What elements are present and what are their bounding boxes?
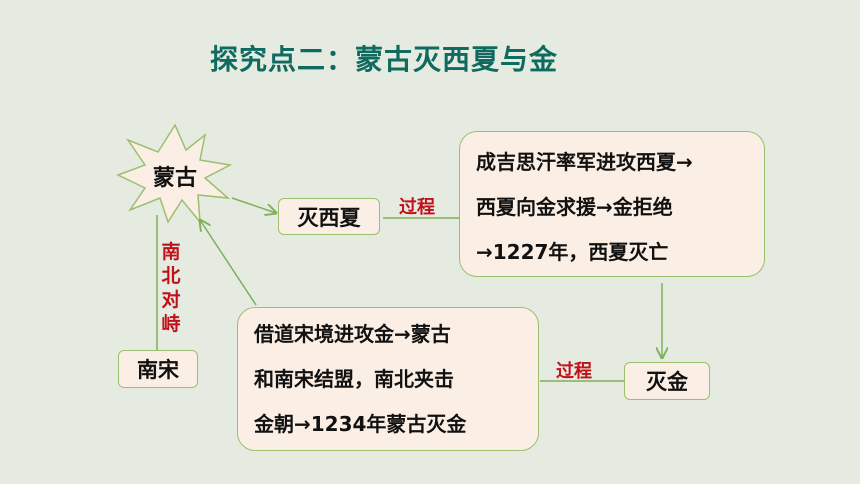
jin-process-line: 金朝→1234年蒙古灭金 bbox=[254, 412, 467, 436]
label-process-1: 过程 bbox=[399, 197, 435, 218]
label-north-south: 南 北 对 峙 bbox=[160, 240, 182, 336]
mongol-starburst bbox=[116, 123, 233, 225]
label-char: 对 bbox=[161, 289, 181, 311]
page-title: 探究点二：蒙古灭西夏与金 bbox=[210, 43, 559, 76]
label-char: 南 bbox=[161, 241, 181, 263]
node-mongol: 蒙古 bbox=[152, 166, 197, 191]
arrow-jin-to-mongol bbox=[200, 220, 257, 306]
jin-process-line: 和南宋结盟，南北夹击 bbox=[254, 367, 454, 391]
arrow-mongol-to-xixia bbox=[231, 197, 276, 213]
label-char: 北 bbox=[161, 265, 181, 287]
xixia-process-line: 成吉思汗率军进攻西夏→ bbox=[476, 150, 693, 174]
node-southern-song: 南宋 bbox=[118, 350, 198, 388]
xixia-process-line: →1227年，西夏灭亡 bbox=[476, 240, 669, 264]
jin-process-line: 借道宋境进攻金→蒙古 bbox=[254, 322, 451, 346]
node-destroy-jin: 灭金 bbox=[624, 362, 710, 400]
node-jin-process: 借道宋境进攻金→蒙古 和南宋结盟，南北夹击 金朝→1234年蒙古灭金 bbox=[237, 307, 539, 451]
node-xixia-process: 成吉思汗率军进攻西夏→ 西夏向金求援→金拒绝 →1227年，西夏灭亡 bbox=[459, 131, 765, 277]
xixia-process-line: 西夏向金求援→金拒绝 bbox=[476, 195, 673, 219]
label-char: 峙 bbox=[161, 313, 181, 335]
node-destroy-xixia: 灭西夏 bbox=[278, 198, 380, 235]
label-process-2: 过程 bbox=[556, 361, 592, 382]
